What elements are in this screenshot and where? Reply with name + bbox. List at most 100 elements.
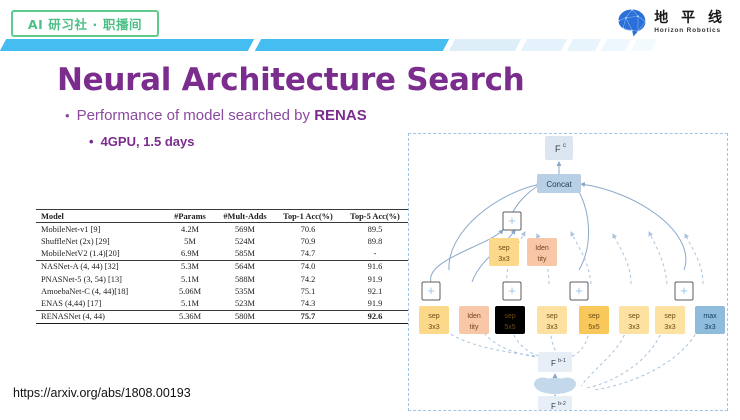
operation-node-label: sep	[628, 313, 639, 320]
add-node: +	[502, 211, 522, 231]
column-header-top1: Top-1 Acc(%)	[274, 208, 342, 223]
cell-mult-adds: 569M	[216, 222, 274, 236]
operation-node-label: 3x3	[428, 324, 439, 331]
cloud-node	[534, 377, 576, 394]
architecture-diagram: F c Concat + + + +	[408, 133, 728, 411]
node-input-prev: F b-1	[538, 352, 572, 372]
node-output: F c	[545, 136, 573, 160]
cell-model: RENASNet (4, 44)	[36, 309, 164, 324]
operation-node-label: sep	[428, 313, 439, 320]
cell-top5: 92.6	[342, 309, 408, 324]
source-url: https://arxiv.org/abs/1808.00193	[13, 386, 191, 400]
horizon-robotics-logo: 地 平 线 Horizon Robotics	[617, 8, 726, 38]
column-header-params: #Params	[164, 208, 216, 223]
results-table: Model #Params #Mult-Adds Top-1 Acc(%) To…	[36, 208, 408, 324]
add-node: +	[421, 281, 441, 301]
node-concat-label: Concat	[546, 180, 572, 189]
stripe-segment	[600, 39, 632, 51]
brand-badge: AI 研习社 · 职播间	[11, 10, 159, 37]
cell-top5: 92.1	[367, 286, 383, 296]
cell-top5: 91.9	[367, 298, 383, 308]
operation-node-label: sep	[664, 313, 675, 320]
bullet-glyph-icon: •	[65, 108, 70, 123]
operation-node-label: 3x3	[546, 324, 557, 331]
cell-top1: 74.3	[300, 298, 316, 308]
operation-node: sep 3x3	[537, 306, 567, 334]
cell-top1: 70.6	[274, 222, 342, 236]
cell-mult-adds: 580M	[216, 309, 274, 324]
brand-badge-label: AI 研习社 · 职播间	[27, 17, 143, 32]
stripe-segment	[254, 39, 450, 51]
operation-node-label: 3x3	[664, 324, 675, 331]
cell-mult-adds: 564M	[216, 259, 274, 273]
cell-params: 5.36M	[164, 309, 216, 324]
plus-icon: +	[508, 283, 516, 298]
cell-model: NASNet-A (4, 44) [32]	[36, 259, 164, 273]
plus-icon: +	[427, 283, 435, 298]
operation-node-label: max	[703, 313, 717, 320]
column-header-mult-adds: #Mult-Adds	[216, 208, 274, 223]
architecture-diagram-svg: F c Concat + + + +	[419, 136, 725, 410]
cell-top1: 74.7	[300, 249, 316, 259]
stripe-segment	[520, 39, 568, 51]
cell-model: PNASNet-5 (3, 54) [13]	[41, 274, 122, 284]
node-input-prev-label: F	[551, 359, 556, 368]
table-header: Model #Params #Mult-Adds Top-1 Acc(%) To…	[36, 208, 408, 223]
stripe-segment	[448, 39, 522, 51]
plus-icon: +	[575, 283, 583, 298]
operation-node-label: sep	[546, 313, 557, 320]
cell-top1: 70.9	[300, 236, 316, 246]
operation-node-label: 3x3	[628, 324, 639, 331]
cell-params: 5.3M	[164, 259, 216, 273]
stripe-segment	[630, 39, 658, 51]
bullet-performance: • Performance of model searched by RENAS	[65, 107, 367, 124]
column-header-top5: Top-5 Acc(%)	[342, 208, 408, 223]
operation-node-label: 5x5	[588, 324, 599, 331]
node-input-prev-sup: b-1	[558, 358, 566, 364]
operation-node-label: Iden	[535, 245, 549, 252]
cell-top5: 89.5	[342, 222, 408, 236]
add-node-group: + + + + +	[421, 211, 694, 301]
cell-top1: 74.2	[300, 274, 316, 284]
cell-top5: -	[373, 249, 377, 259]
sub-bullet-glyph-icon: •	[89, 134, 94, 149]
operation-node-label: Iden	[467, 313, 481, 320]
bullet-performance-text: Performance of model searched by	[76, 107, 315, 124]
decorative-stripes	[0, 39, 740, 53]
operation-node-label: tity	[470, 324, 479, 331]
cell-mult-adds: 585M	[234, 249, 255, 259]
cell-mult-adds: 523M	[234, 298, 255, 308]
operation-node-label: sep	[504, 313, 515, 320]
cell-params: 5.1M	[181, 298, 199, 308]
node-concat: Concat	[537, 174, 581, 193]
cell-model: ShuffleNet (2x) [29]	[41, 236, 110, 246]
cell-model: ENAS (4,44) [17]	[41, 298, 102, 308]
node-output-label: F	[555, 144, 561, 154]
node-input-prev2-sup: b-2	[558, 401, 566, 407]
add-node: +	[674, 281, 694, 301]
cell-params: 5.1M	[181, 274, 199, 284]
cell-model: AmoebaNet-C (4, 44)[18]	[41, 286, 129, 296]
add-node: +	[502, 281, 522, 301]
cell-params: 4.2M	[164, 222, 216, 236]
operation-node: sep 3x3	[655, 306, 685, 334]
logo-text-cn: 地 平 线	[654, 10, 726, 27]
cell-model: MobileNetV2 (1.4)[20]	[41, 249, 120, 259]
cell-params: 5M	[184, 236, 196, 246]
stripe-segment	[566, 39, 602, 51]
node-input-prev2-label: F	[551, 402, 556, 410]
cell-top5: 91.6	[342, 259, 408, 273]
bullet-gpu-time: • 4GPU, 1.5 days	[89, 134, 195, 149]
operation-node-label: sep	[498, 245, 509, 252]
operation-node: sep 3x3	[619, 306, 649, 334]
